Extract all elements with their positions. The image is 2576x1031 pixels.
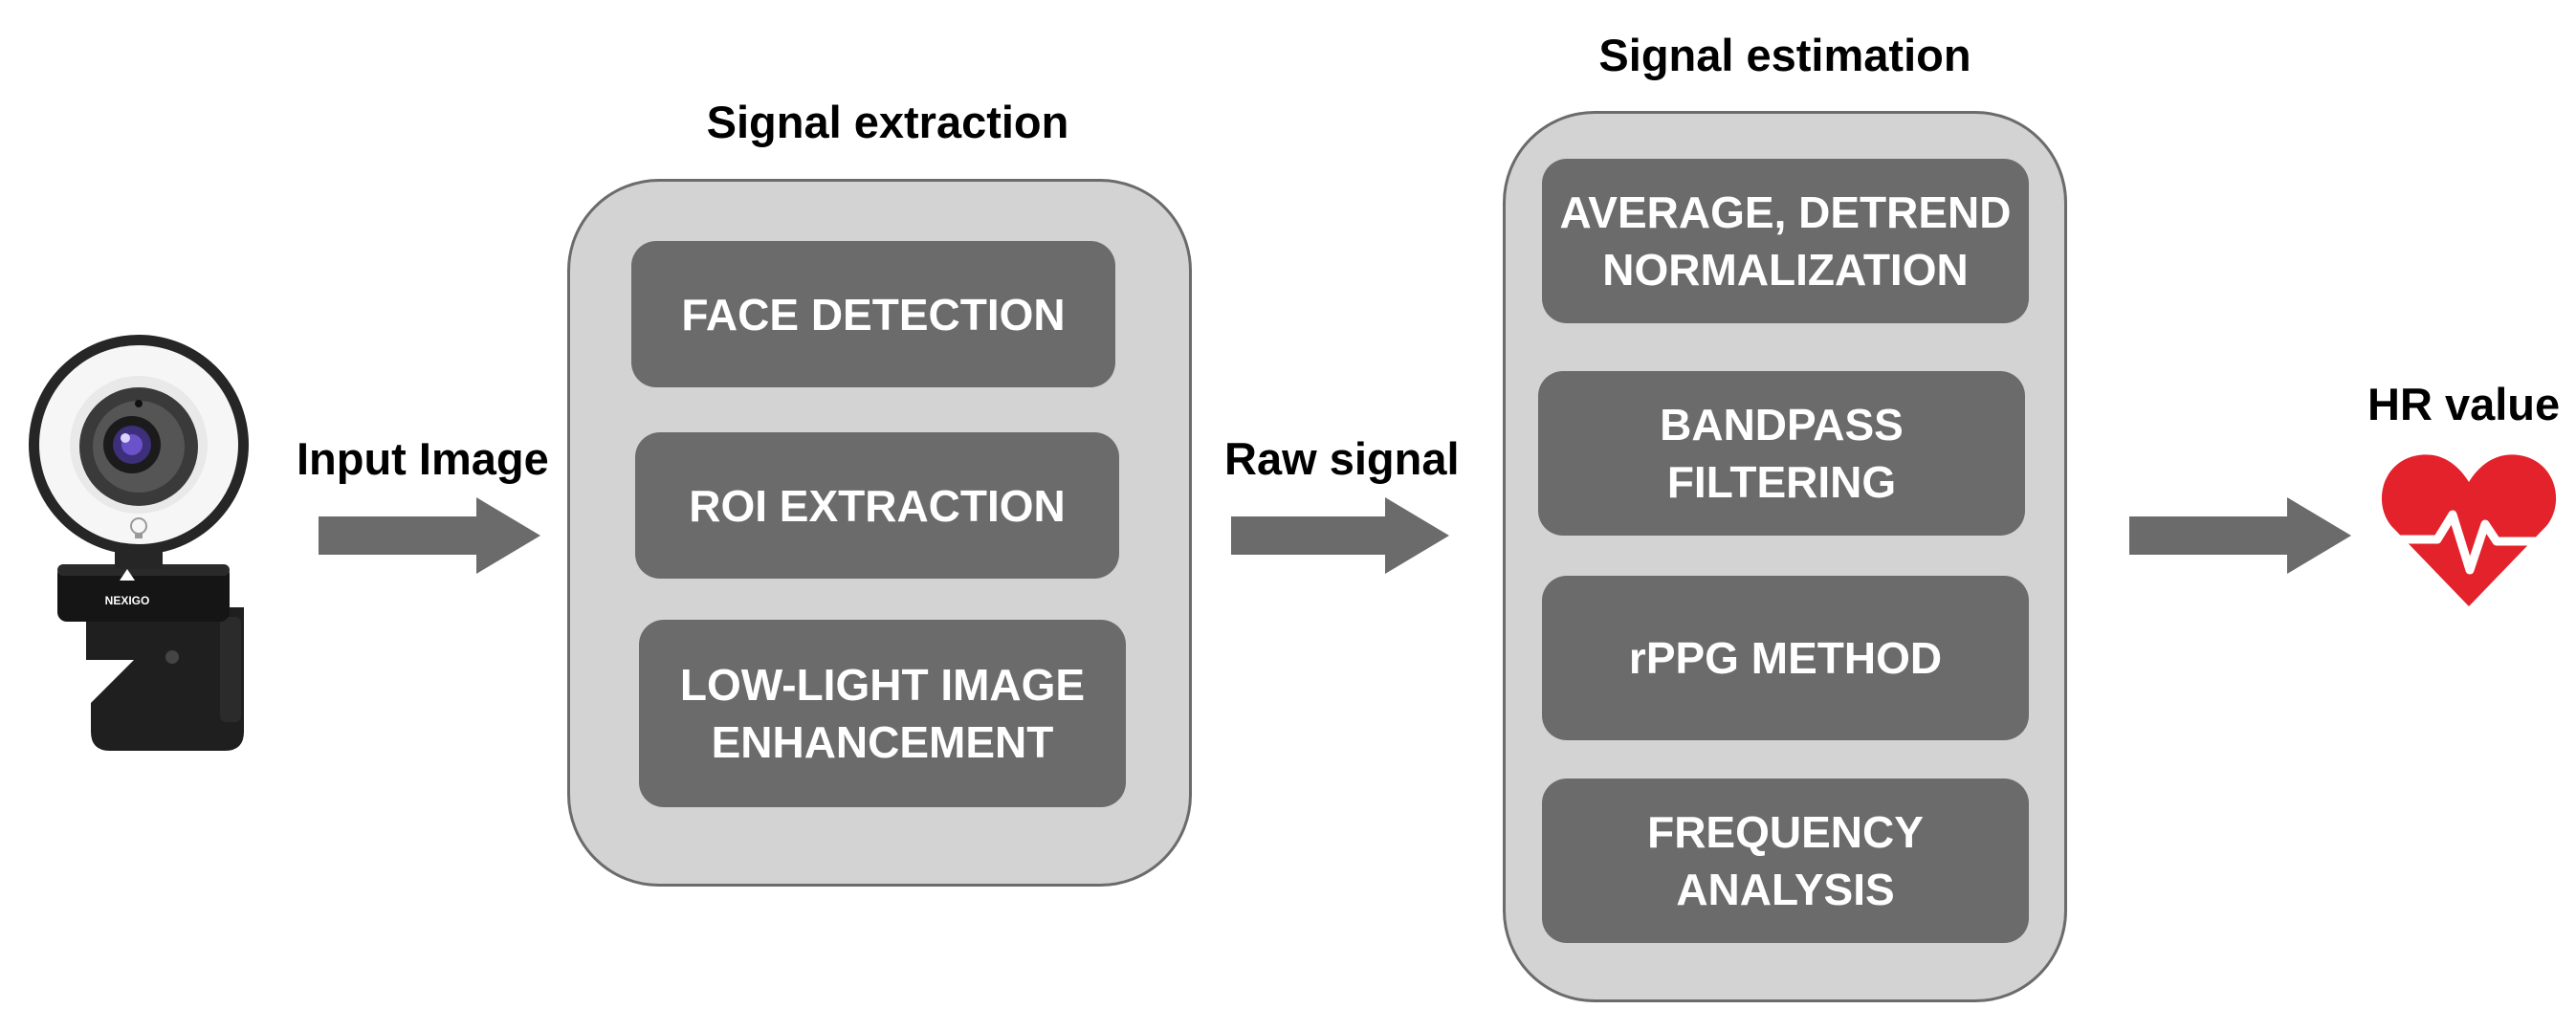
- input-arrow: [319, 497, 540, 574]
- step-frequency-analysis: FREQUENCY ANALYSIS: [1542, 779, 2029, 943]
- webcam-brand: NEXIGO: [105, 594, 150, 607]
- signal-estimation-title: Signal estimation: [1598, 30, 1971, 80]
- signal-extraction-title: Signal extraction: [706, 97, 1069, 147]
- hr-value-label: HR value: [2367, 379, 2561, 429]
- step-bandpass-filtering: BANDPASS FILTERING: [1538, 371, 2025, 536]
- step-rppg-method: rPPG METHOD: [1542, 576, 2029, 740]
- webcam-icon: NEXIGO: [19, 330, 258, 760]
- step-face-detection: FACE DETECTION: [631, 241, 1115, 387]
- raw-signal-arrow: [1231, 497, 1449, 574]
- step-average-detrend-normalization: AVERAGE, DETREND NORMALIZATION: [1542, 159, 2029, 323]
- input-image-label: Input Image: [297, 433, 549, 484]
- step-roi-extraction: ROI EXTRACTION: [635, 432, 1119, 579]
- heart-pulse-icon: [2379, 448, 2559, 610]
- raw-signal-label: Raw signal: [1224, 433, 1460, 484]
- step-low-light-enhancement: LOW-LIGHT IMAGE ENHANCEMENT: [639, 620, 1126, 807]
- output-arrow: [2129, 497, 2351, 574]
